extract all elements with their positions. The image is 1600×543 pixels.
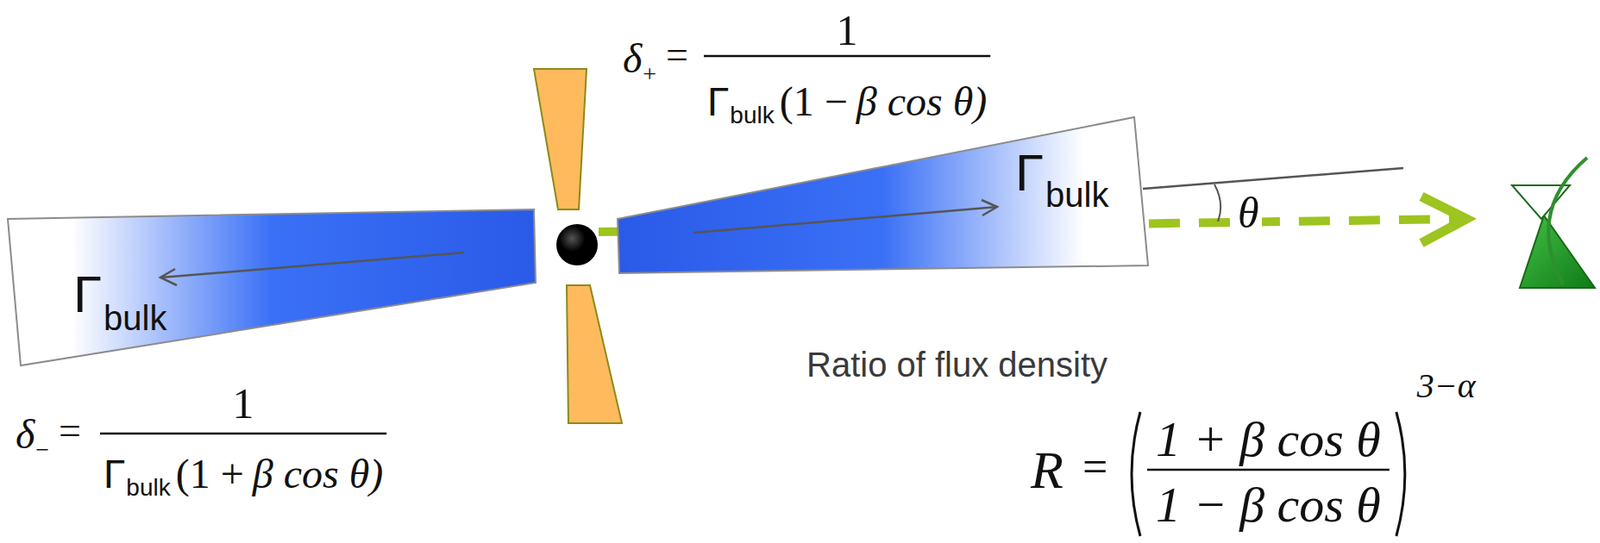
denominator-part: (1 + <box>175 453 245 496</box>
equals-sign: = <box>58 411 82 452</box>
subscript-text: bulk <box>103 301 167 336</box>
lorentz-factor-symbol: Γ <box>1015 147 1044 200</box>
doppler-symbol: δ <box>622 37 642 80</box>
denominator-part: β cos θ) <box>252 453 383 496</box>
numerator: 1 <box>836 8 859 52</box>
angle-label: θ <box>1235 191 1262 235</box>
numerator: 1 + β cos θ <box>1155 414 1381 465</box>
jet-cone: Γbulk <box>617 117 1149 274</box>
lorentz-factor-symbol: Γ <box>73 269 102 321</box>
jet-direction-arrow <box>160 252 465 278</box>
fraction-bar <box>703 55 991 58</box>
observer-dish <box>1548 157 1588 285</box>
jet-axis-line <box>1142 168 1404 189</box>
caption-text: Ratio of flux density <box>806 347 1108 383</box>
fraction-bar <box>1147 469 1390 472</box>
denominator-part: β cos θ) <box>856 81 987 123</box>
jet-direction-arrowhead <box>981 200 998 216</box>
denominator-part: (1 − <box>779 81 848 123</box>
black-hole <box>556 224 598 266</box>
subscript-text: bulk <box>125 476 170 501</box>
exponent: 3−α <box>1417 369 1476 404</box>
denominator: 1 − β cos θ <box>1155 480 1381 531</box>
angle-arc <box>1214 184 1221 222</box>
jet-outline <box>7 209 536 366</box>
close-parenthesis <box>1396 412 1406 537</box>
jet-cone: Γbulk <box>7 209 536 366</box>
open-parenthesis <box>1131 412 1141 537</box>
equals-sign: = <box>1082 445 1108 490</box>
subscript-sign: + <box>642 62 657 87</box>
subscript-text: bulk <box>729 103 774 128</box>
jet-direction-arrow <box>693 207 998 233</box>
jet-outline <box>617 117 1149 274</box>
torus-upper <box>533 69 587 210</box>
ratio-symbol: R <box>1030 443 1064 497</box>
torus-lower <box>566 285 622 424</box>
doppler-symbol: δ <box>15 414 35 456</box>
subscript-text: bulk <box>1045 177 1109 213</box>
subscript-sign: − <box>35 438 50 463</box>
jet-direction-arrowhead <box>160 269 177 286</box>
numerator: 1 <box>232 382 255 426</box>
equals-sign: = <box>665 35 689 76</box>
lorentz-factor-symbol: Γ <box>707 81 729 122</box>
fraction-bar <box>100 432 387 436</box>
line-of-sight-head <box>1421 196 1467 244</box>
observer-base <box>1519 215 1595 289</box>
lorentz-factor-symbol: Γ <box>103 454 126 495</box>
